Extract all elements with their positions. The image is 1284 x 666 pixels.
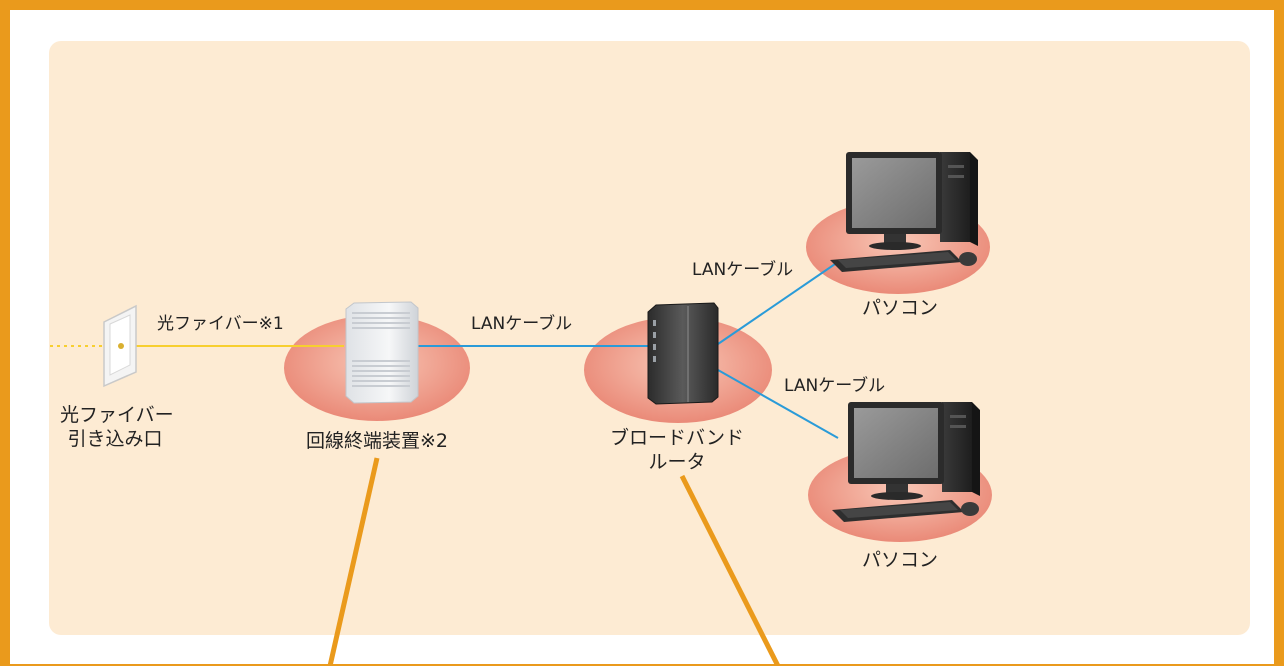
lan-router-pc-top-line — [717, 261, 839, 345]
fiber-outlet-label-line2: 引き込み口 — [67, 428, 163, 450]
router-callout-line — [679, 474, 781, 666]
lan-cable-label-pc-top: LANケーブル — [692, 260, 794, 280]
onu-device-icon — [345, 301, 419, 404]
wall-socket-icon — [103, 304, 137, 388]
pc-bottom-label: パソコン — [861, 549, 938, 571]
lan-cable-label-onu-router: LANケーブル — [471, 314, 573, 334]
router-label-line1: ブロードバンド — [610, 427, 744, 449]
router-icon — [647, 302, 719, 405]
pc-top-label: パソコン — [861, 297, 938, 319]
desktop-pc-icon-top — [830, 152, 978, 272]
router-label: ブロードバンド ルータ — [602, 426, 752, 474]
fiber-cable-label: 光ファイバー※1 — [157, 314, 284, 334]
fiber-outlet-label-line1: 光ファイバー — [60, 404, 174, 426]
fiber-outlet-label: 光ファイバー 引き込み口 — [60, 403, 174, 451]
onu-callout-line — [327, 457, 380, 666]
lan-router-pc-bottom-line — [717, 369, 839, 439]
desktop-pc-icon-bottom — [832, 402, 980, 522]
onu-label: 回線終端装置※2 — [305, 430, 448, 452]
router-label-line2: ルータ — [648, 451, 706, 473]
lan-cable-label-pc-bottom: LANケーブル — [784, 376, 886, 396]
